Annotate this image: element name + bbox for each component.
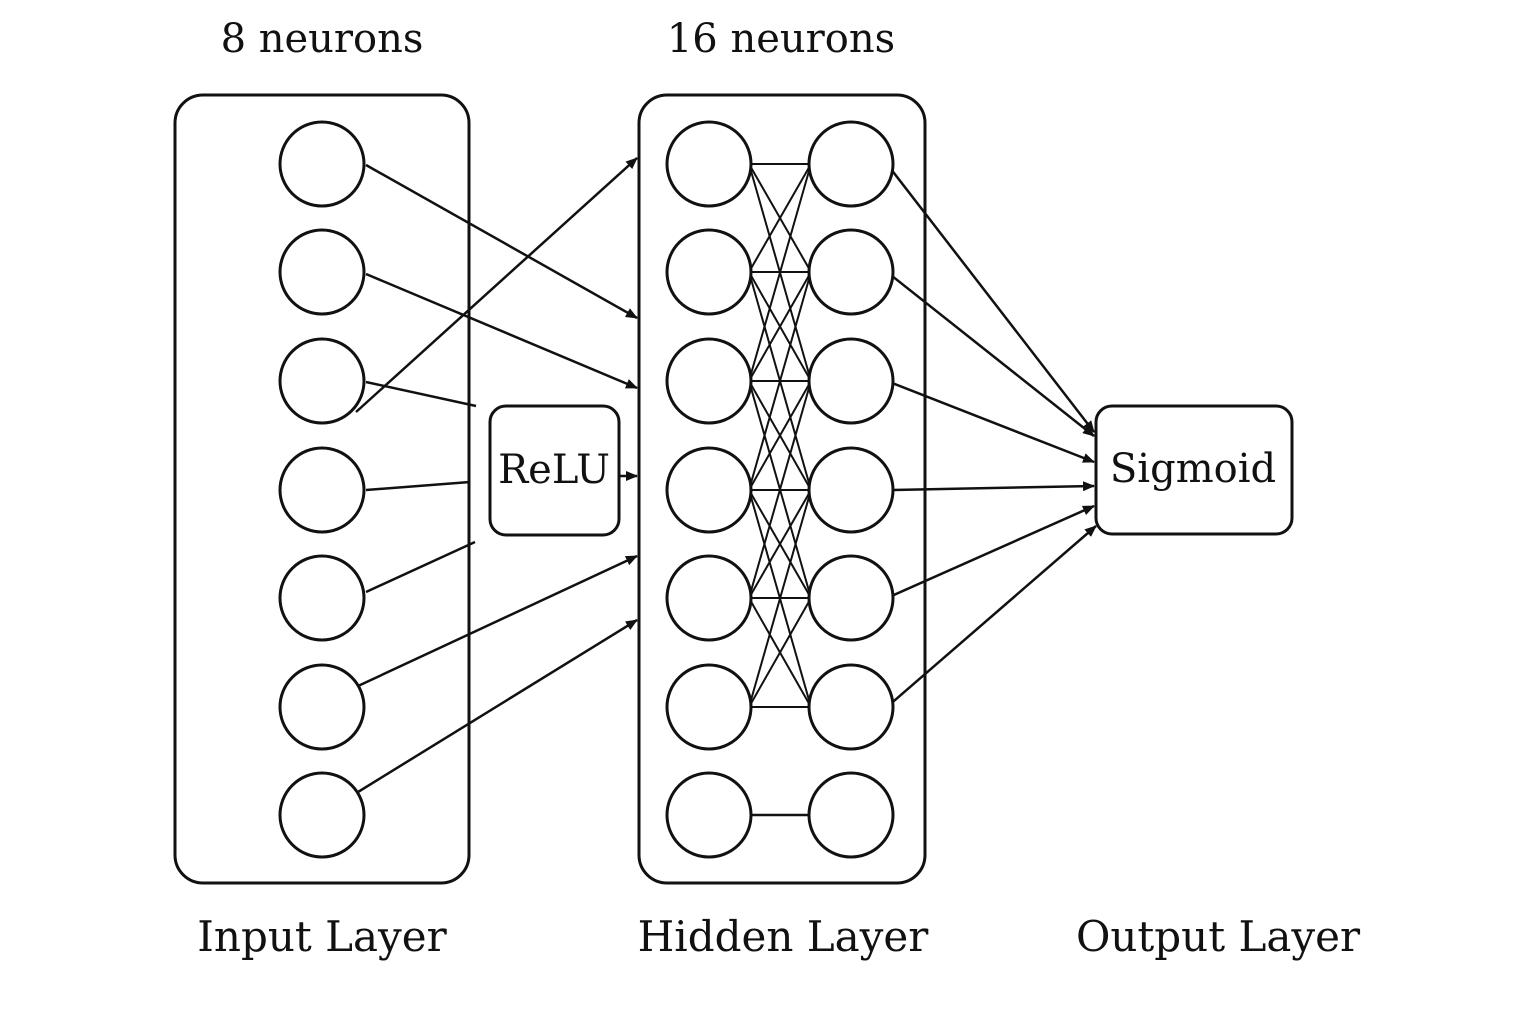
hidden-neuron bbox=[665, 554, 753, 642]
output-layer-label: Output Layer bbox=[1075, 912, 1361, 961]
hidden-neuron bbox=[665, 228, 753, 316]
input-neuron bbox=[278, 228, 366, 316]
output-edge bbox=[892, 481, 1095, 492]
input-edge bbox=[365, 480, 471, 492]
input-edge bbox=[355, 157, 638, 413]
output-edge bbox=[886, 379, 1095, 464]
relu-label: ReLU bbox=[498, 447, 610, 493]
hidden-neuron bbox=[665, 446, 753, 534]
hidden-neuron bbox=[807, 554, 895, 642]
hidden-neuron bbox=[665, 120, 753, 208]
hidden-neuron bbox=[807, 120, 895, 208]
input-neuron bbox=[278, 554, 366, 642]
input-edge bbox=[365, 380, 477, 408]
hidden-neuron bbox=[807, 771, 895, 859]
hidden-edge bbox=[748, 163, 812, 273]
hidden-edge bbox=[748, 489, 812, 599]
output-edge bbox=[886, 271, 1095, 437]
hidden-edge bbox=[748, 489, 812, 708]
hidden-neuron bbox=[807, 446, 895, 534]
hidden-edge bbox=[748, 163, 812, 382]
hidden-edge bbox=[748, 271, 812, 382]
sigmoid-box bbox=[1094, 404, 1294, 536]
input-edge bbox=[365, 272, 638, 390]
hidden-edge bbox=[748, 380, 812, 599]
input-edge bbox=[357, 554, 638, 688]
input-layer-label: Input Layer bbox=[197, 912, 447, 961]
input-neuron bbox=[278, 446, 366, 534]
sigmoid-label: Sigmoid bbox=[1109, 446, 1277, 492]
hidden-neuron bbox=[807, 337, 895, 425]
input-neuron bbox=[278, 663, 366, 751]
hidden-neuron bbox=[665, 771, 753, 859]
input-neuron bbox=[278, 120, 366, 208]
hidden-edge bbox=[748, 271, 812, 491]
hidden-neuron bbox=[807, 228, 895, 316]
relu-box bbox=[488, 404, 621, 537]
input-neuron bbox=[278, 337, 366, 425]
input-layer-frame bbox=[173, 93, 471, 885]
output-edge bbox=[886, 525, 1097, 708]
input-neuron bbox=[278, 771, 366, 859]
input-edge bbox=[365, 540, 476, 594]
input-neuron-count: 8 neurons bbox=[220, 16, 424, 62]
output-edge bbox=[886, 504, 1095, 600]
output-edge bbox=[886, 163, 1095, 433]
hidden-layer-label: Hidden Layer bbox=[637, 912, 929, 961]
hidden-neuron bbox=[807, 663, 895, 751]
hidden-neuron-count: 16 neurons bbox=[666, 16, 896, 62]
hidden-neuron bbox=[665, 337, 753, 425]
input-edge bbox=[365, 163, 638, 320]
hidden-edge bbox=[748, 380, 812, 491]
hidden-neuron bbox=[665, 663, 753, 751]
hidden-edge bbox=[748, 597, 812, 708]
input-edge bbox=[357, 618, 638, 794]
